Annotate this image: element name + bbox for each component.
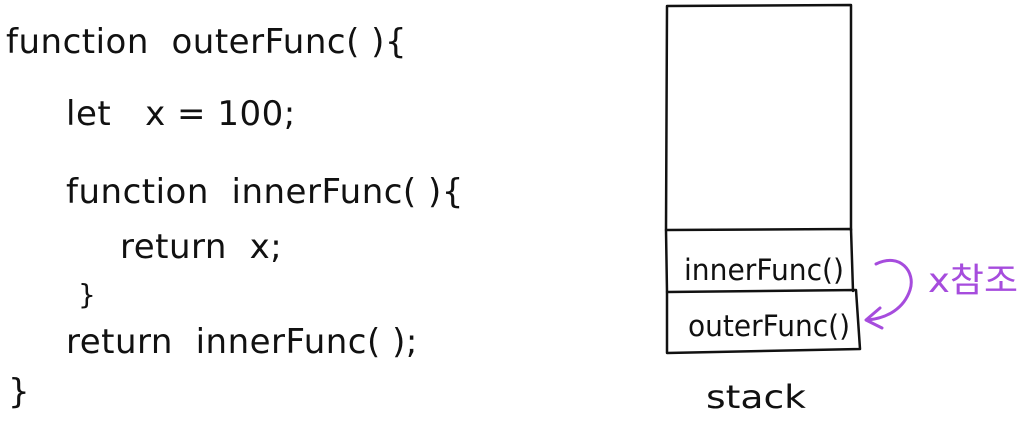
reference-arrow [866, 258, 913, 322]
stack-frame-outer-func-label: outerFunc() [688, 309, 850, 343]
code-line-let-x: let x = 100; [66, 94, 296, 134]
stack-caption: stack [706, 378, 807, 416]
code-line-inner-closing-brace: } [78, 278, 97, 311]
stack-frame-inner-func [664, 227, 855, 294]
reference-annotation: x참조 [928, 261, 1018, 301]
code-line-inner-func-declaration: function innerFunc( ){ [66, 172, 464, 212]
stack-container [664, 3, 853, 232]
stack-frame-outer-func [665, 288, 862, 355]
code-line-outer-func-declaration: function outerFunc( ){ [6, 22, 408, 62]
code-line-return-x: return x; [120, 227, 283, 267]
reference-arrow-head-icon [864, 306, 884, 330]
code-line-return-inner-func: return innerFunc( ); [66, 322, 418, 362]
code-line-outer-closing-brace: } [8, 372, 31, 412]
stack-frame-inner-func-label: innerFunc() [684, 253, 844, 287]
